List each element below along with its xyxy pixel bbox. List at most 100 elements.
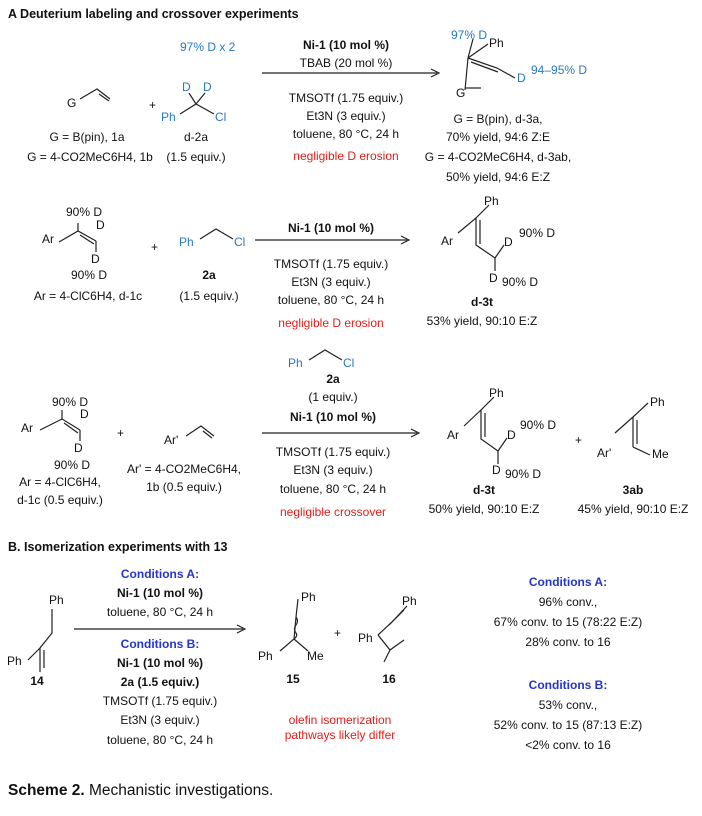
row1-plus: + bbox=[149, 98, 157, 112]
row3-prod-d1: D bbox=[507, 428, 516, 442]
row3-cond-tmsotf: TMSOTf (1.75 equiv.) bbox=[275, 445, 391, 459]
sb-note-line2: pathways likely differ bbox=[284, 728, 396, 742]
row2-reagent-cl: Cl bbox=[234, 235, 246, 249]
row2-ar-def: Ar = 4-ClC6H4, d-1c bbox=[33, 289, 143, 303]
row3-reagent-equiv: (1 equiv.) bbox=[308, 390, 358, 404]
row2-reagent-name: 2a bbox=[202, 268, 216, 282]
res-a-line2: 67% conv. to 15 (78:22 E:Z) bbox=[493, 615, 643, 629]
1b-double bbox=[202, 430, 213, 439]
2a-top-bonds bbox=[308, 349, 343, 361]
p16-ph: Ph bbox=[358, 631, 373, 645]
row1-reagent-ph: Ph bbox=[161, 110, 176, 124]
prod2-d1 bbox=[494, 244, 505, 259]
d2a-d1 bbox=[188, 92, 197, 105]
d2a-bonds bbox=[179, 103, 215, 115]
row3-prod-ar: Ar bbox=[447, 428, 459, 442]
row3-prod-yield: 50% yield, 90:10 E:Z bbox=[428, 502, 540, 516]
row2-cond-catalyst: Ni-1 (10 mol %) bbox=[288, 221, 374, 235]
row3-ar2: Ar' bbox=[164, 433, 179, 447]
row2-cond-note: negligible D erosion bbox=[278, 316, 384, 330]
row2-prod-d2-pct: 90% D bbox=[502, 275, 539, 289]
d1c-bonds bbox=[58, 230, 97, 243]
row2-cond-tmsotf: TMSOTf (1.75 equiv.) bbox=[273, 257, 389, 271]
cond-a-catalyst: Ni-1 (10 mol %) bbox=[116, 586, 204, 600]
row1-prod-line3: G = 4-CO2MeC6H4, d-3ab, bbox=[424, 150, 572, 164]
row1-reagent-d1: D bbox=[182, 80, 191, 94]
row3-prod2-me: Me bbox=[652, 447, 669, 461]
row3-prod2-name: 3ab bbox=[622, 483, 644, 497]
s14-name: 14 bbox=[30, 674, 44, 688]
d2a-d2 bbox=[195, 92, 206, 105]
s14-ph-top: Ph bbox=[49, 593, 64, 607]
p15-bonds bbox=[279, 598, 309, 652]
p15-me: Me bbox=[307, 649, 324, 663]
row1-prod-d-pct: 94–95% D bbox=[531, 63, 588, 77]
row1-prod-g: G bbox=[456, 86, 466, 100]
row1-cond-note: negligible D erosion bbox=[293, 149, 399, 163]
res-b-title: Conditions B: bbox=[528, 678, 608, 692]
row2-reagent-ph: Ph bbox=[179, 235, 194, 249]
row3-plus1: + bbox=[117, 426, 125, 440]
p15-wavy bbox=[293, 616, 299, 640]
row1-g-label: G bbox=[67, 96, 77, 110]
s14-ph-left: Ph bbox=[7, 654, 22, 668]
d1c3-bonds bbox=[39, 418, 81, 431]
row2-top-pct: 90% D bbox=[66, 205, 103, 219]
row3-prod-name: d-3t bbox=[473, 483, 495, 497]
vinyl-g-double bbox=[98, 93, 110, 102]
row3-reagent-ph: Ph bbox=[288, 356, 303, 370]
row3-plus2: + bbox=[575, 433, 583, 447]
p16-ph-top: Ph bbox=[402, 594, 417, 608]
row1-reagent-d2: D bbox=[203, 80, 212, 94]
row2-prod-d1: D bbox=[504, 235, 513, 249]
row3-bot-pct: 90% D bbox=[54, 458, 91, 472]
row3-prod-d1-pct: 90% D bbox=[520, 418, 557, 432]
row2-prod-d2: D bbox=[489, 271, 498, 285]
p15-ph: Ph bbox=[258, 649, 273, 663]
section-a-title: A Deuterium labeling and crossover exper… bbox=[8, 7, 299, 21]
row2-cond-base: Et3N (3 equiv.) bbox=[291, 275, 371, 289]
p16-name: 16 bbox=[382, 672, 396, 686]
row3-prod2-ar: Ar' bbox=[597, 446, 612, 460]
res-b-line2: 52% conv. to 15 (87:13 E:Z) bbox=[493, 718, 643, 732]
cond-b-solvent: toluene, 80 °C, 24 h bbox=[106, 733, 214, 747]
prod3ab-bonds bbox=[614, 402, 651, 456]
row1-sub-line1: G = B(pin), 1a bbox=[49, 130, 125, 144]
row3-reagent-cl: Cl bbox=[343, 356, 355, 370]
d1c-double bbox=[79, 234, 95, 245]
row1-cond-base: Et3N (3 equiv.) bbox=[306, 109, 386, 123]
cond-b-title: Conditions B: bbox=[120, 637, 200, 651]
row1-reagent-cl: Cl bbox=[215, 110, 227, 124]
res-a-title: Conditions A: bbox=[528, 575, 608, 589]
prod1-ph-bond bbox=[467, 43, 489, 59]
row1-reagent-top: 97% D x 2 bbox=[180, 40, 236, 54]
row3-prod2-ph: Ph bbox=[650, 395, 665, 409]
row3-prod-d2-pct: 90% D bbox=[505, 467, 542, 481]
cond-b-catalyst: Ni-1 (10 mol %) bbox=[116, 656, 204, 670]
cond-b-tmsotf: TMSOTf (1.75 equiv.) bbox=[102, 694, 218, 708]
row3-d-a: D bbox=[80, 407, 89, 421]
caption-label: Scheme 2. bbox=[8, 782, 85, 799]
row1-prod-line2: 70% yield, 94:6 Z:E bbox=[445, 130, 551, 144]
row3-top-pct: 90% D bbox=[52, 395, 89, 409]
prod1-double bbox=[470, 61, 499, 73]
caption: Scheme 2. Mechanistic investigations. bbox=[8, 782, 273, 799]
row2-cond-catalyst-text: Ni-1 (10 mol %) bbox=[287, 221, 375, 235]
row2-bot-pct: 90% D bbox=[71, 268, 108, 282]
sb-note-line1: olefin isomerization bbox=[288, 713, 392, 727]
sb-plus: + bbox=[334, 626, 342, 640]
row2-cond-solvent: toluene, 80 °C, 24 h bbox=[277, 293, 385, 307]
row2-d-b: D bbox=[91, 252, 100, 266]
res-a-line3: 28% conv. to 16 bbox=[525, 635, 611, 649]
row2-ar: Ar bbox=[42, 232, 54, 246]
row2-prod-yield: 53% yield, 90:10 E:Z bbox=[426, 314, 538, 328]
row2-plus: + bbox=[151, 240, 159, 254]
row3-prod2-yield: 45% yield, 90:10 E:Z bbox=[577, 502, 689, 516]
prod3-bonds bbox=[463, 396, 499, 452]
row2-prod-name: d-3t bbox=[471, 295, 493, 309]
p15-name: 15 bbox=[286, 672, 300, 686]
row1-cond-catalyst: Ni-1 (10 mol %) bbox=[302, 38, 390, 52]
row3-prod-d2: D bbox=[492, 463, 501, 477]
arrow-row3-head bbox=[410, 428, 421, 438]
row2-prod-d1-pct: 90% D bbox=[519, 226, 556, 240]
